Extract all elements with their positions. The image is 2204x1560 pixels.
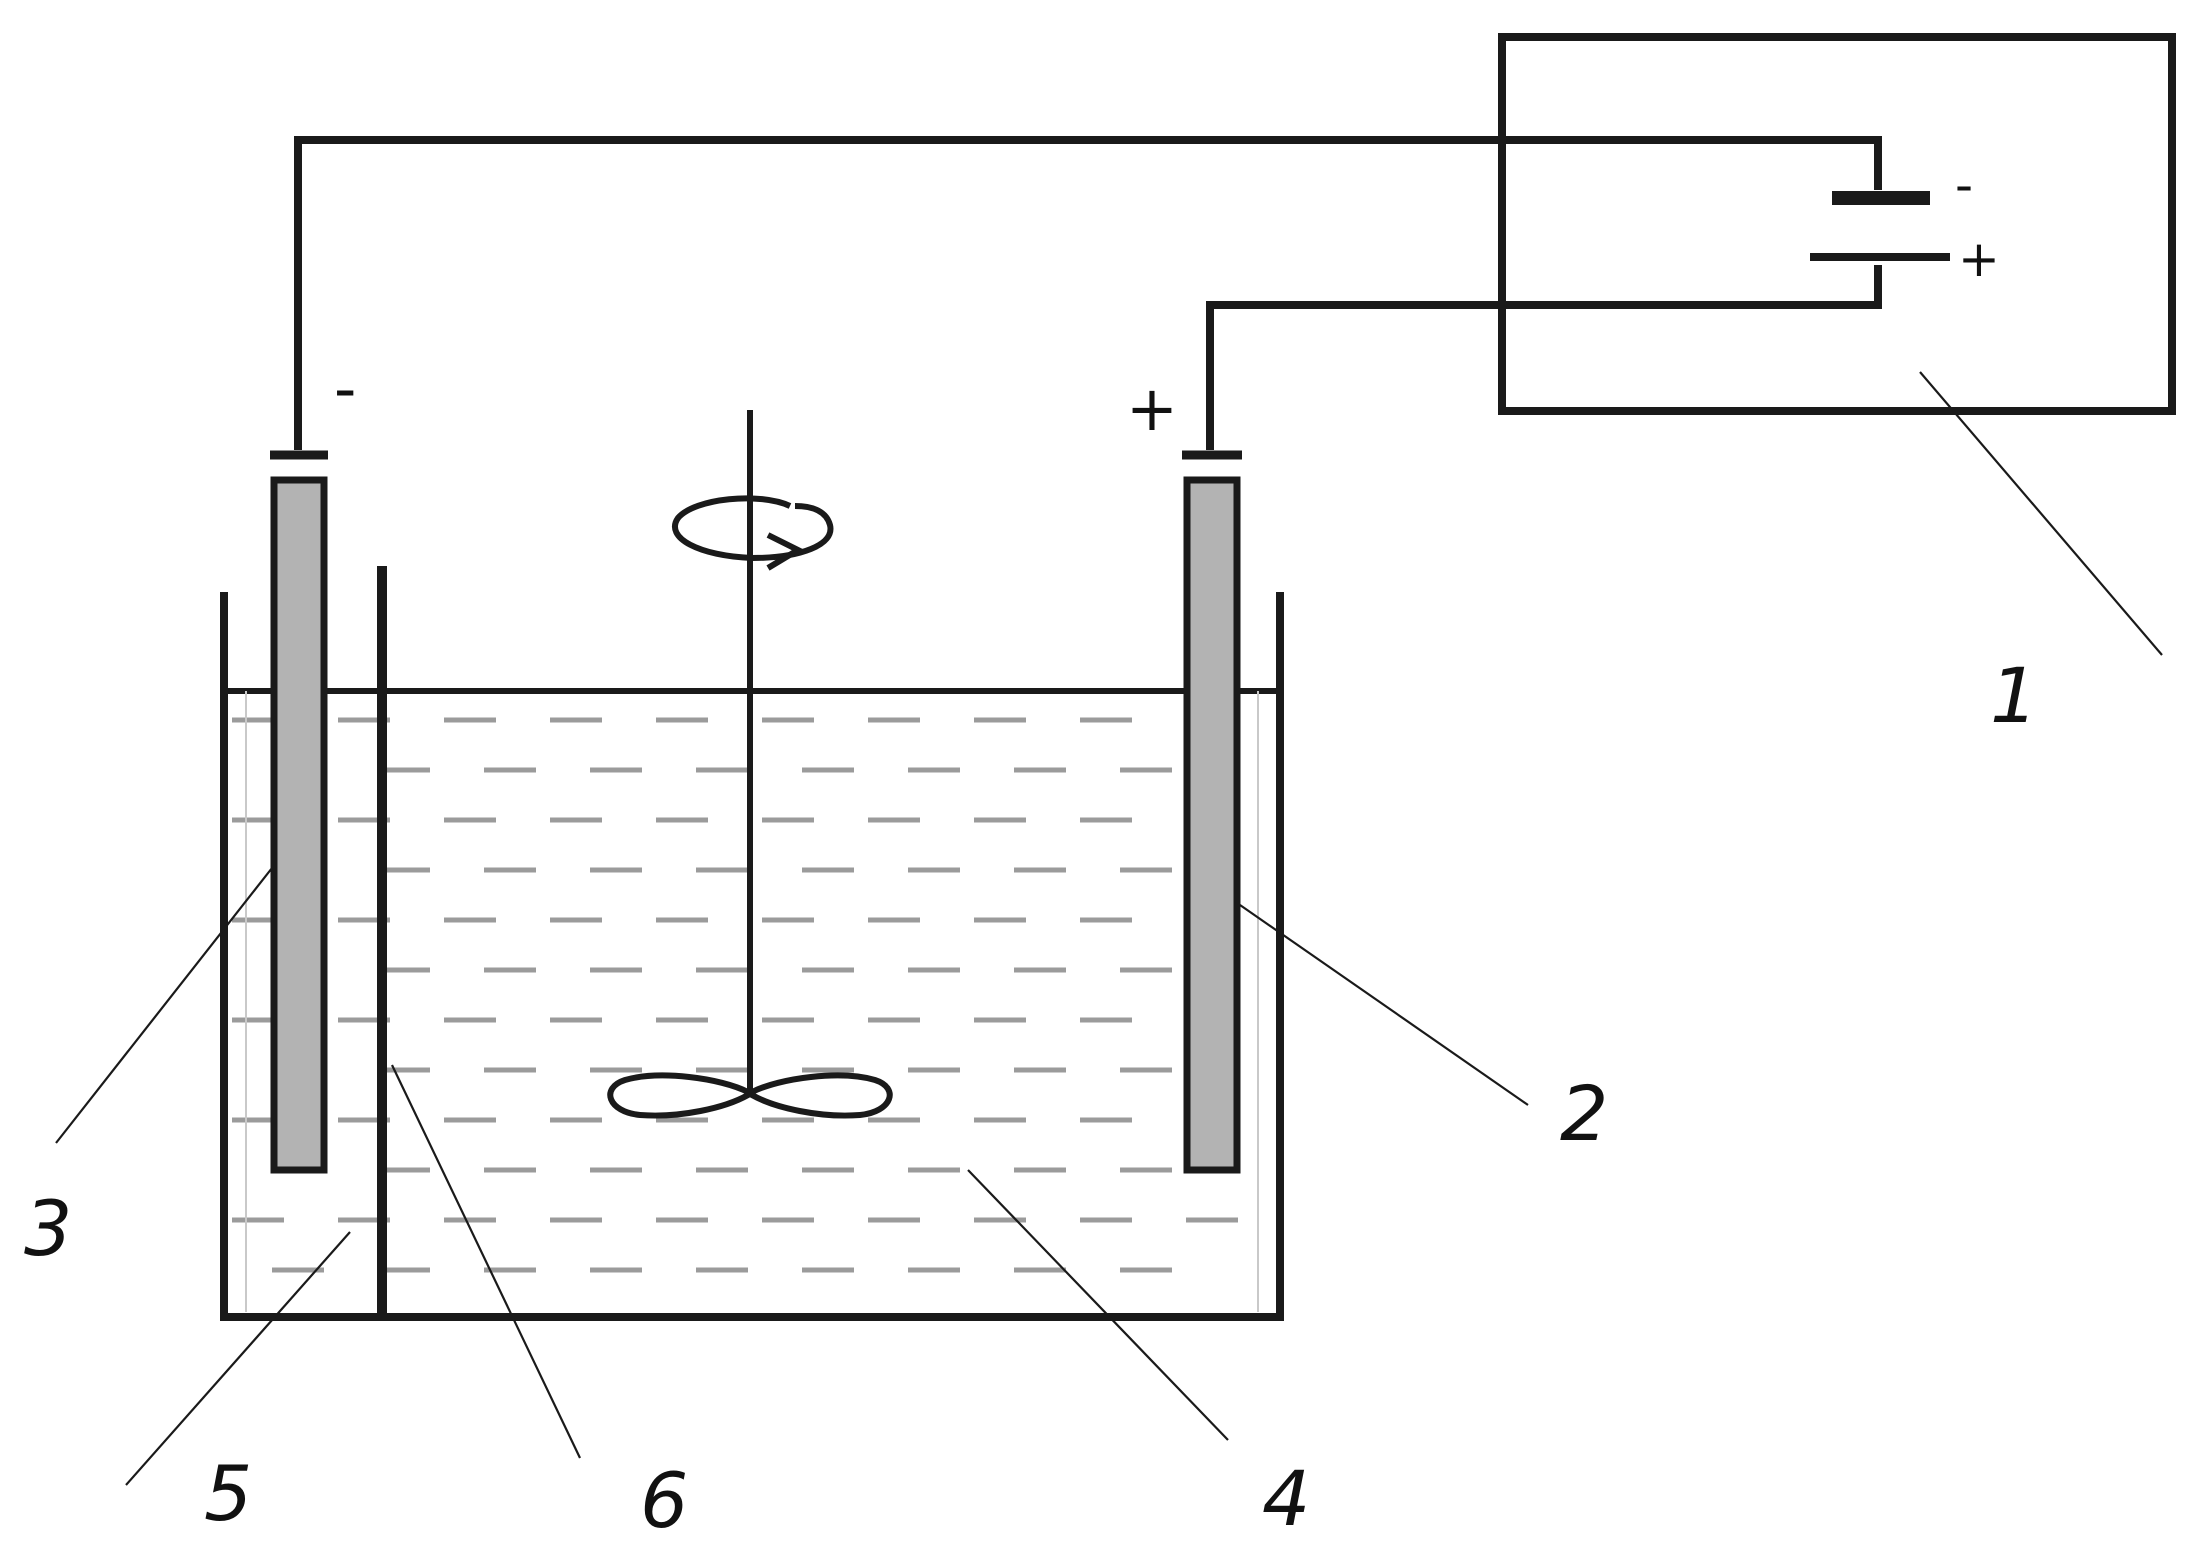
anode-sign: + bbox=[1126, 372, 1178, 445]
label-container: 5 bbox=[204, 1449, 252, 1538]
leader-membrane bbox=[391, 1064, 581, 1459]
label-power-supply: 1 bbox=[1990, 651, 2038, 740]
stirrer bbox=[607, 410, 893, 1119]
stirrer-right-blade bbox=[749, 1072, 893, 1119]
container bbox=[220, 592, 1284, 1321]
rotation-arrowhead-icon bbox=[766, 532, 805, 571]
container-outline bbox=[220, 592, 1284, 1321]
stirrer-left-blade bbox=[607, 1072, 751, 1119]
label-membrane: 6 bbox=[640, 1456, 688, 1545]
power-supply-box bbox=[1498, 33, 2176, 415]
cathode-sign: - bbox=[334, 352, 356, 425]
label-anode: 2 bbox=[1560, 1069, 1608, 1158]
leader-anode bbox=[1239, 904, 1529, 1106]
leader-container bbox=[125, 1231, 351, 1486]
leader-cathode bbox=[55, 867, 273, 1144]
negative-wire bbox=[294, 136, 1882, 450]
leader-electrolyte bbox=[967, 1169, 1229, 1441]
supply-negative-sign: - bbox=[1955, 156, 1973, 214]
supply-positive-sign: + bbox=[1958, 230, 2000, 288]
leader-power-supply bbox=[1919, 371, 2163, 656]
rotation-arrow-icon bbox=[672, 495, 834, 562]
cathode-electrode bbox=[270, 476, 328, 1174]
power-supply: - + bbox=[1498, 33, 2176, 415]
positive-wire bbox=[1206, 265, 1882, 450]
electrolyte bbox=[232, 717, 1238, 1273]
label-cathode: 3 bbox=[24, 1184, 72, 1273]
label-electrolyte: 4 bbox=[1262, 1454, 1310, 1543]
anode-electrode bbox=[1183, 476, 1241, 1174]
